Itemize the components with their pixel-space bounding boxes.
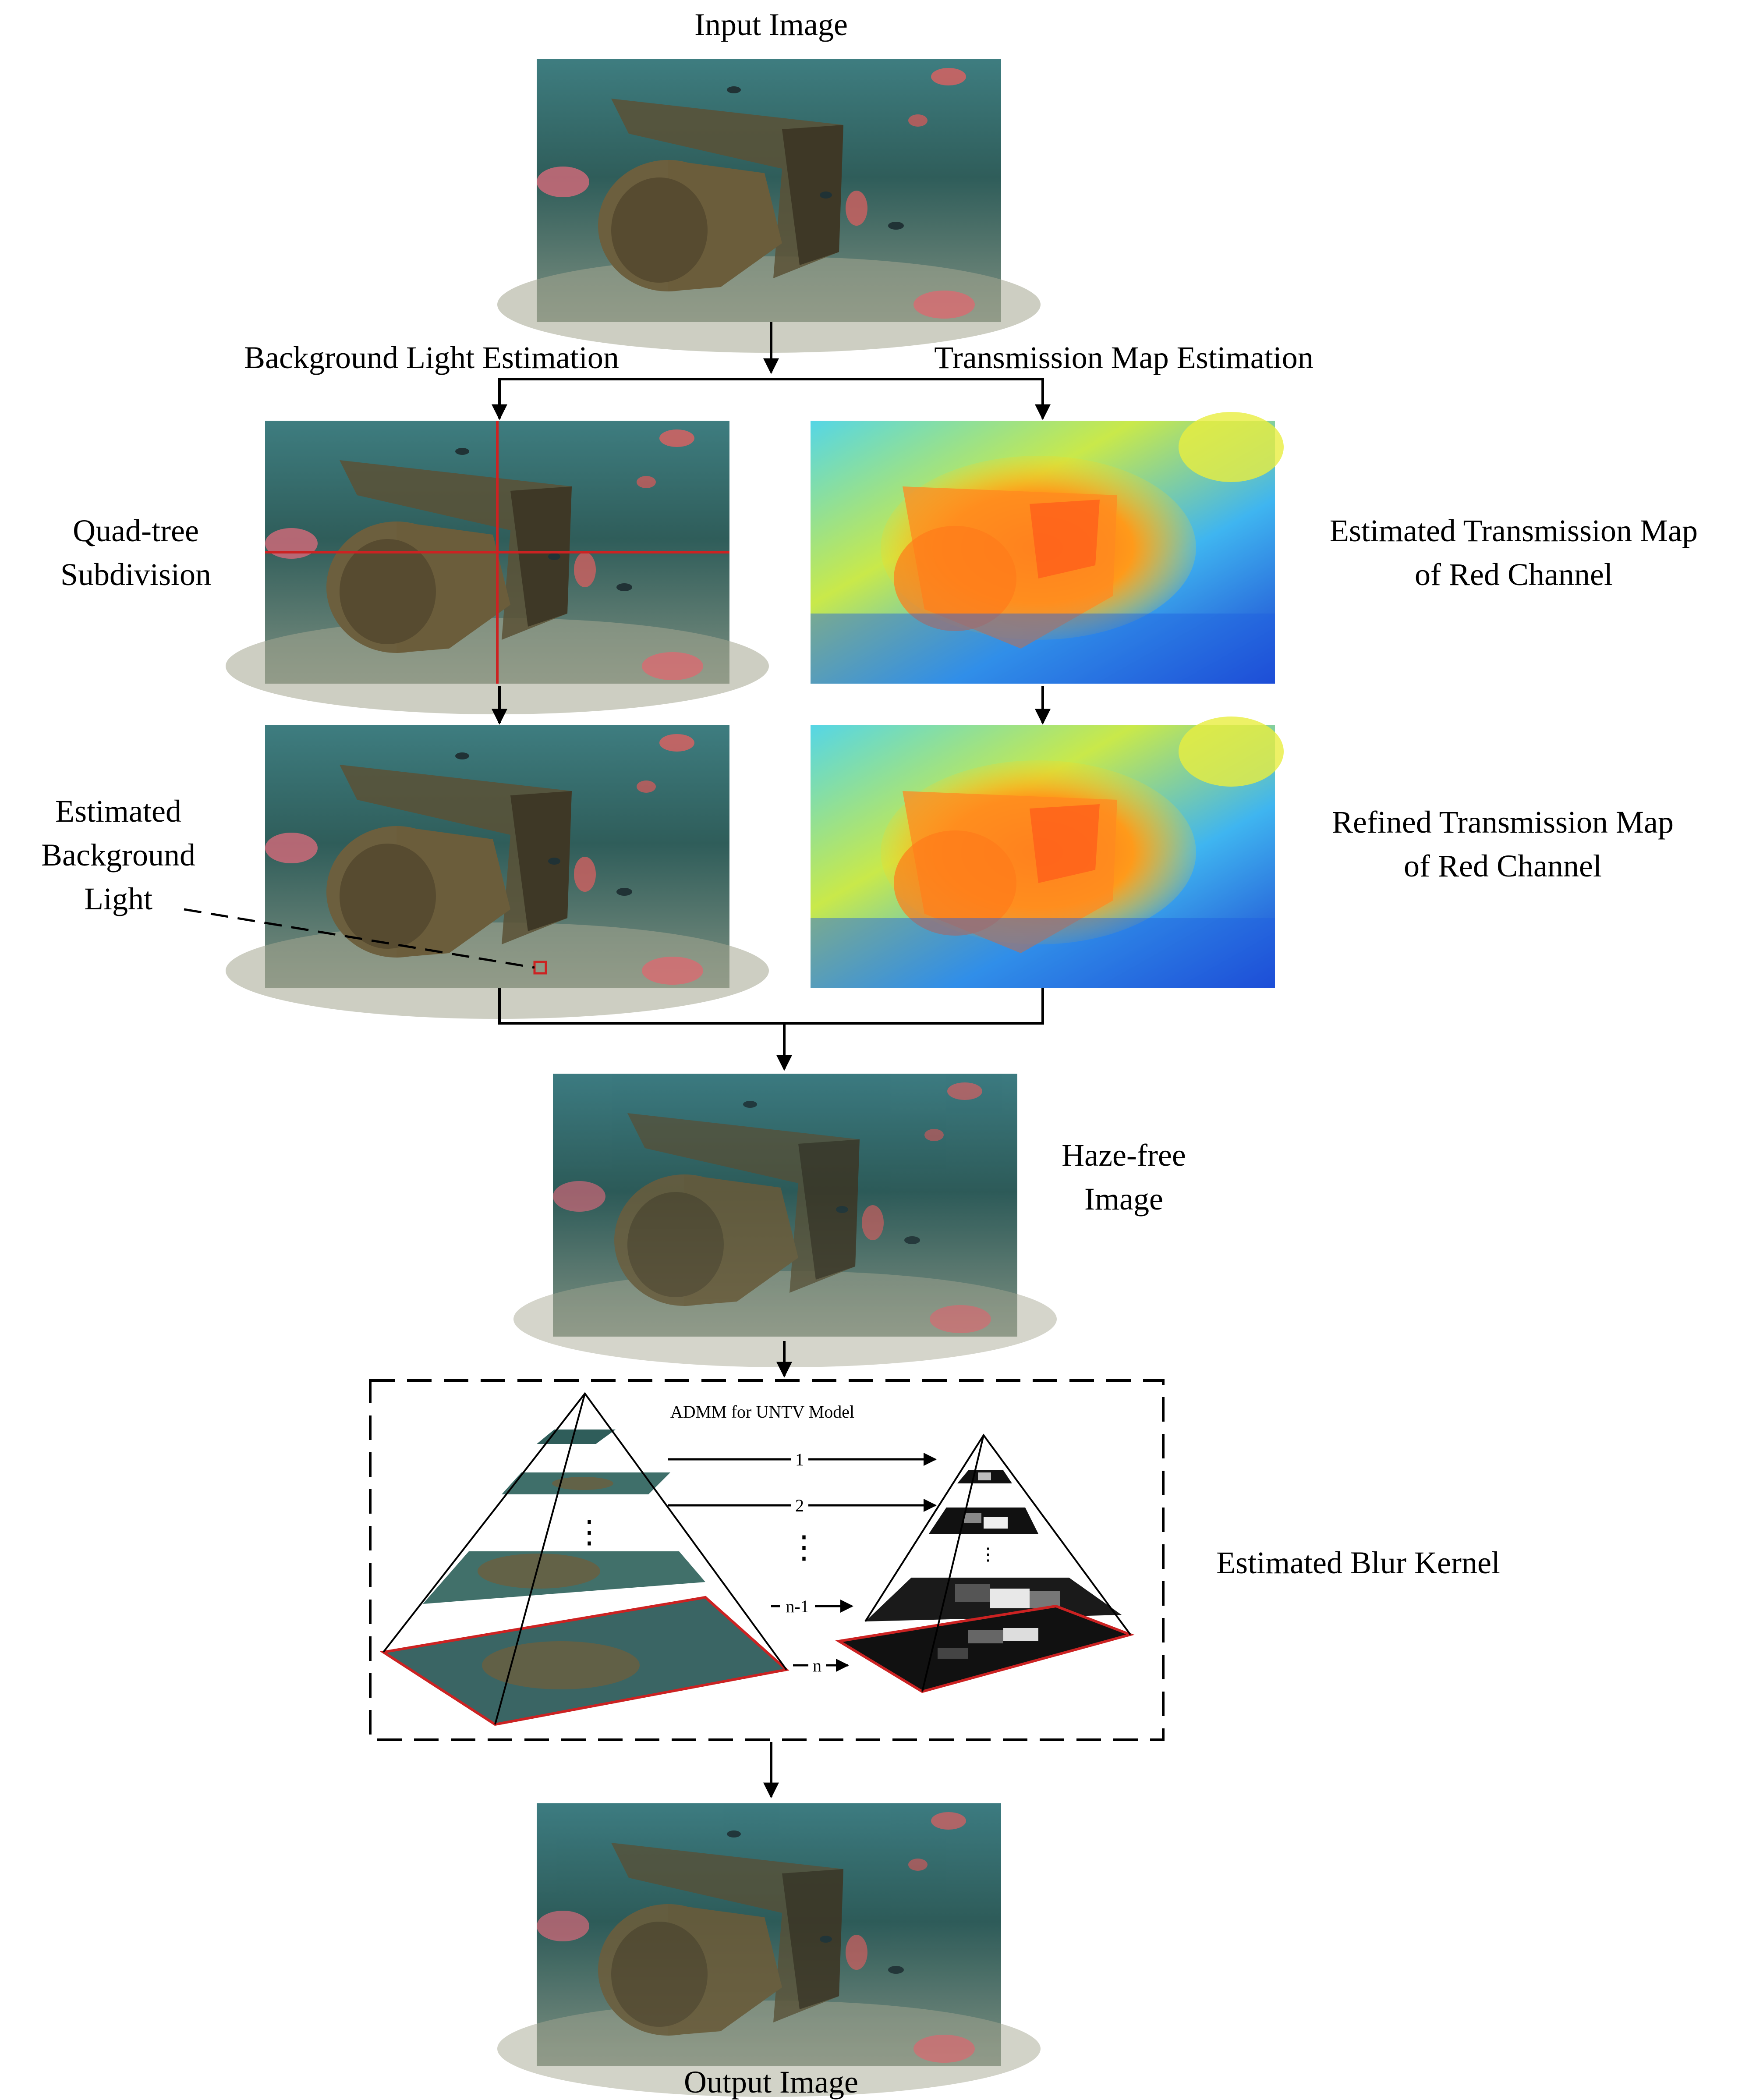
step-arrow-n-minus-1: n-1 bbox=[771, 1595, 853, 1616]
haze-free-label-1: Haze-free bbox=[1062, 1138, 1186, 1173]
step-arrow-n: n bbox=[793, 1654, 849, 1675]
step-label-n-minus-1: n-1 bbox=[786, 1596, 809, 1616]
background-light-estimation-label: Background Light Estimation bbox=[244, 340, 619, 375]
estimated-bg-label-3: Light bbox=[84, 881, 152, 916]
quad-tree-label-2: Subdivision bbox=[60, 557, 211, 592]
input-image-label: Input Image bbox=[694, 7, 848, 42]
estimated-transmission-label-2: of Red Channel bbox=[1415, 557, 1613, 592]
image-pyramid-dots: ⋮ bbox=[574, 1515, 605, 1550]
output-image-label: Output Image bbox=[684, 2065, 858, 2100]
step-label-1: 1 bbox=[795, 1450, 804, 1469]
estimated-bg-label-2: Background bbox=[41, 837, 195, 873]
haze-free-image bbox=[513, 1074, 1057, 1367]
refined-transmission-label-1: Refined Transmission Map bbox=[1332, 805, 1674, 840]
image-pyramid-layer-1 bbox=[537, 1430, 616, 1444]
background-light-pointer bbox=[184, 908, 535, 969]
kernel-pyramid: ⋮ bbox=[835, 1433, 1135, 1693]
step-label-2: 2 bbox=[795, 1496, 804, 1515]
step-arrow-1: 1 bbox=[668, 1448, 937, 1469]
refined-transmission-label-2: of Red Channel bbox=[1404, 848, 1602, 883]
estimated-blur-kernel-label: Estimated Blur Kernel bbox=[1216, 1545, 1500, 1580]
estimated-bg-label-1: Estimated bbox=[55, 794, 181, 829]
connector-merge bbox=[498, 988, 1044, 1025]
quad-tree-label-1: Quad-tree bbox=[73, 513, 199, 548]
blur-kernel-block bbox=[369, 1379, 1165, 1741]
connector-split-bar bbox=[498, 378, 1044, 416]
haze-free-label-2: Image bbox=[1084, 1181, 1163, 1217]
background-light-image bbox=[226, 725, 769, 1019]
step-arrow-2: 2 bbox=[668, 1494, 937, 1515]
step-dots: ⋮ bbox=[788, 1530, 820, 1565]
estimated-transmission-map-image bbox=[811, 412, 1284, 684]
quad-tree-image bbox=[226, 421, 769, 714]
refined-transmission-map-image bbox=[811, 717, 1284, 988]
kernel-pyramid-dots: ⋮ bbox=[979, 1544, 997, 1564]
transmission-map-estimation-label: Transmission Map Estimation bbox=[934, 340, 1313, 375]
step-label-n: n bbox=[813, 1656, 821, 1675]
admm-label: ADMM for UNTV Model bbox=[670, 1402, 854, 1422]
estimated-transmission-label-1: Estimated Transmission Map bbox=[1330, 513, 1698, 548]
image-pyramid: ⋮ bbox=[379, 1392, 789, 1726]
input-image bbox=[497, 59, 1041, 353]
output-image bbox=[497, 1803, 1041, 2097]
